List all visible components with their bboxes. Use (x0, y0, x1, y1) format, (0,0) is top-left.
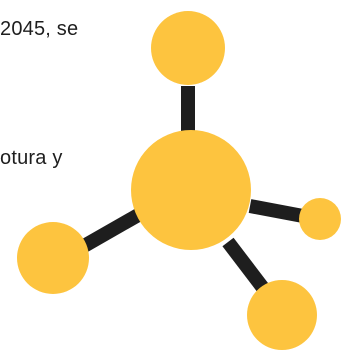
node-left (17, 222, 89, 294)
connector-bottom-right (222, 237, 269, 293)
connector-right (248, 199, 305, 223)
node-top (151, 11, 225, 85)
cropped-text-line-1: 2045, se (0, 18, 79, 40)
connectors (80, 86, 305, 293)
node-bottom-right (247, 280, 317, 350)
nodes (17, 11, 341, 350)
node-center (131, 130, 251, 250)
node-right-small (299, 198, 341, 240)
cropped-text-line-2: otura y (0, 147, 63, 169)
connector-left (80, 207, 144, 253)
